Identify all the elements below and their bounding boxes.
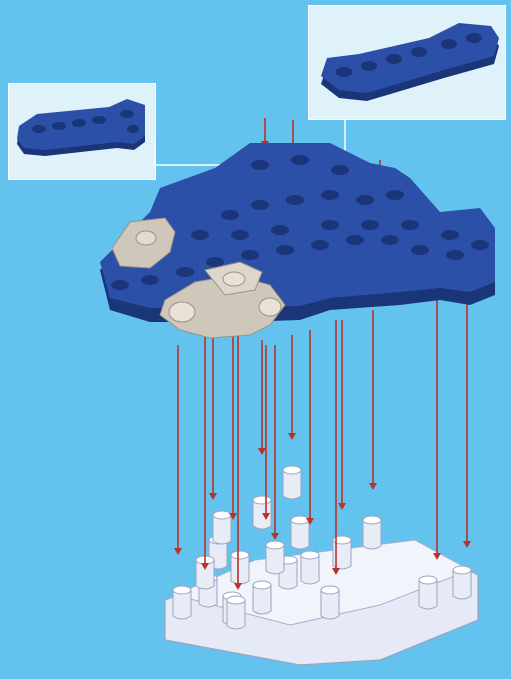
peg (453, 566, 471, 599)
beam-hole (291, 155, 309, 165)
beam-hole (321, 220, 339, 230)
beam-hole (251, 160, 269, 170)
beam-hole (386, 190, 404, 200)
peg (419, 576, 437, 609)
peg (227, 596, 245, 629)
beam-hole (361, 220, 379, 230)
beam-hole (286, 195, 304, 205)
beam-hole (411, 245, 429, 255)
beam-hole (241, 250, 259, 260)
callout-right (308, 5, 506, 120)
peg (363, 516, 381, 549)
beam-hole (206, 257, 224, 267)
beam-hole (276, 245, 294, 255)
beam-hole (356, 195, 374, 205)
beam-hole (471, 240, 489, 250)
beam-hole (176, 267, 194, 277)
beam-hole (346, 235, 364, 245)
peg (173, 586, 191, 619)
beam-hole (111, 280, 129, 290)
beam-hole (251, 200, 269, 210)
beam-hole (271, 225, 289, 235)
beam-hole (141, 275, 159, 285)
peg (301, 551, 319, 584)
beam-hole (321, 190, 339, 200)
beam-hole (401, 220, 419, 230)
l-beam-icon (309, 6, 507, 121)
beam-hole (441, 230, 459, 240)
beam-hole (331, 165, 349, 175)
beam-hole (221, 210, 239, 220)
callout-left (8, 83, 156, 180)
peg (266, 541, 284, 574)
peg (231, 551, 249, 584)
beam-hole (191, 230, 209, 240)
peg (291, 516, 309, 549)
peg (321, 586, 339, 619)
peg (213, 511, 231, 544)
beam-hole (311, 240, 329, 250)
peg (283, 466, 301, 499)
l-beam-icon (9, 84, 157, 181)
beam-hole (231, 230, 249, 240)
peg (253, 581, 271, 614)
beam-hole (446, 250, 464, 260)
beam-hole (381, 235, 399, 245)
peg (253, 496, 271, 529)
